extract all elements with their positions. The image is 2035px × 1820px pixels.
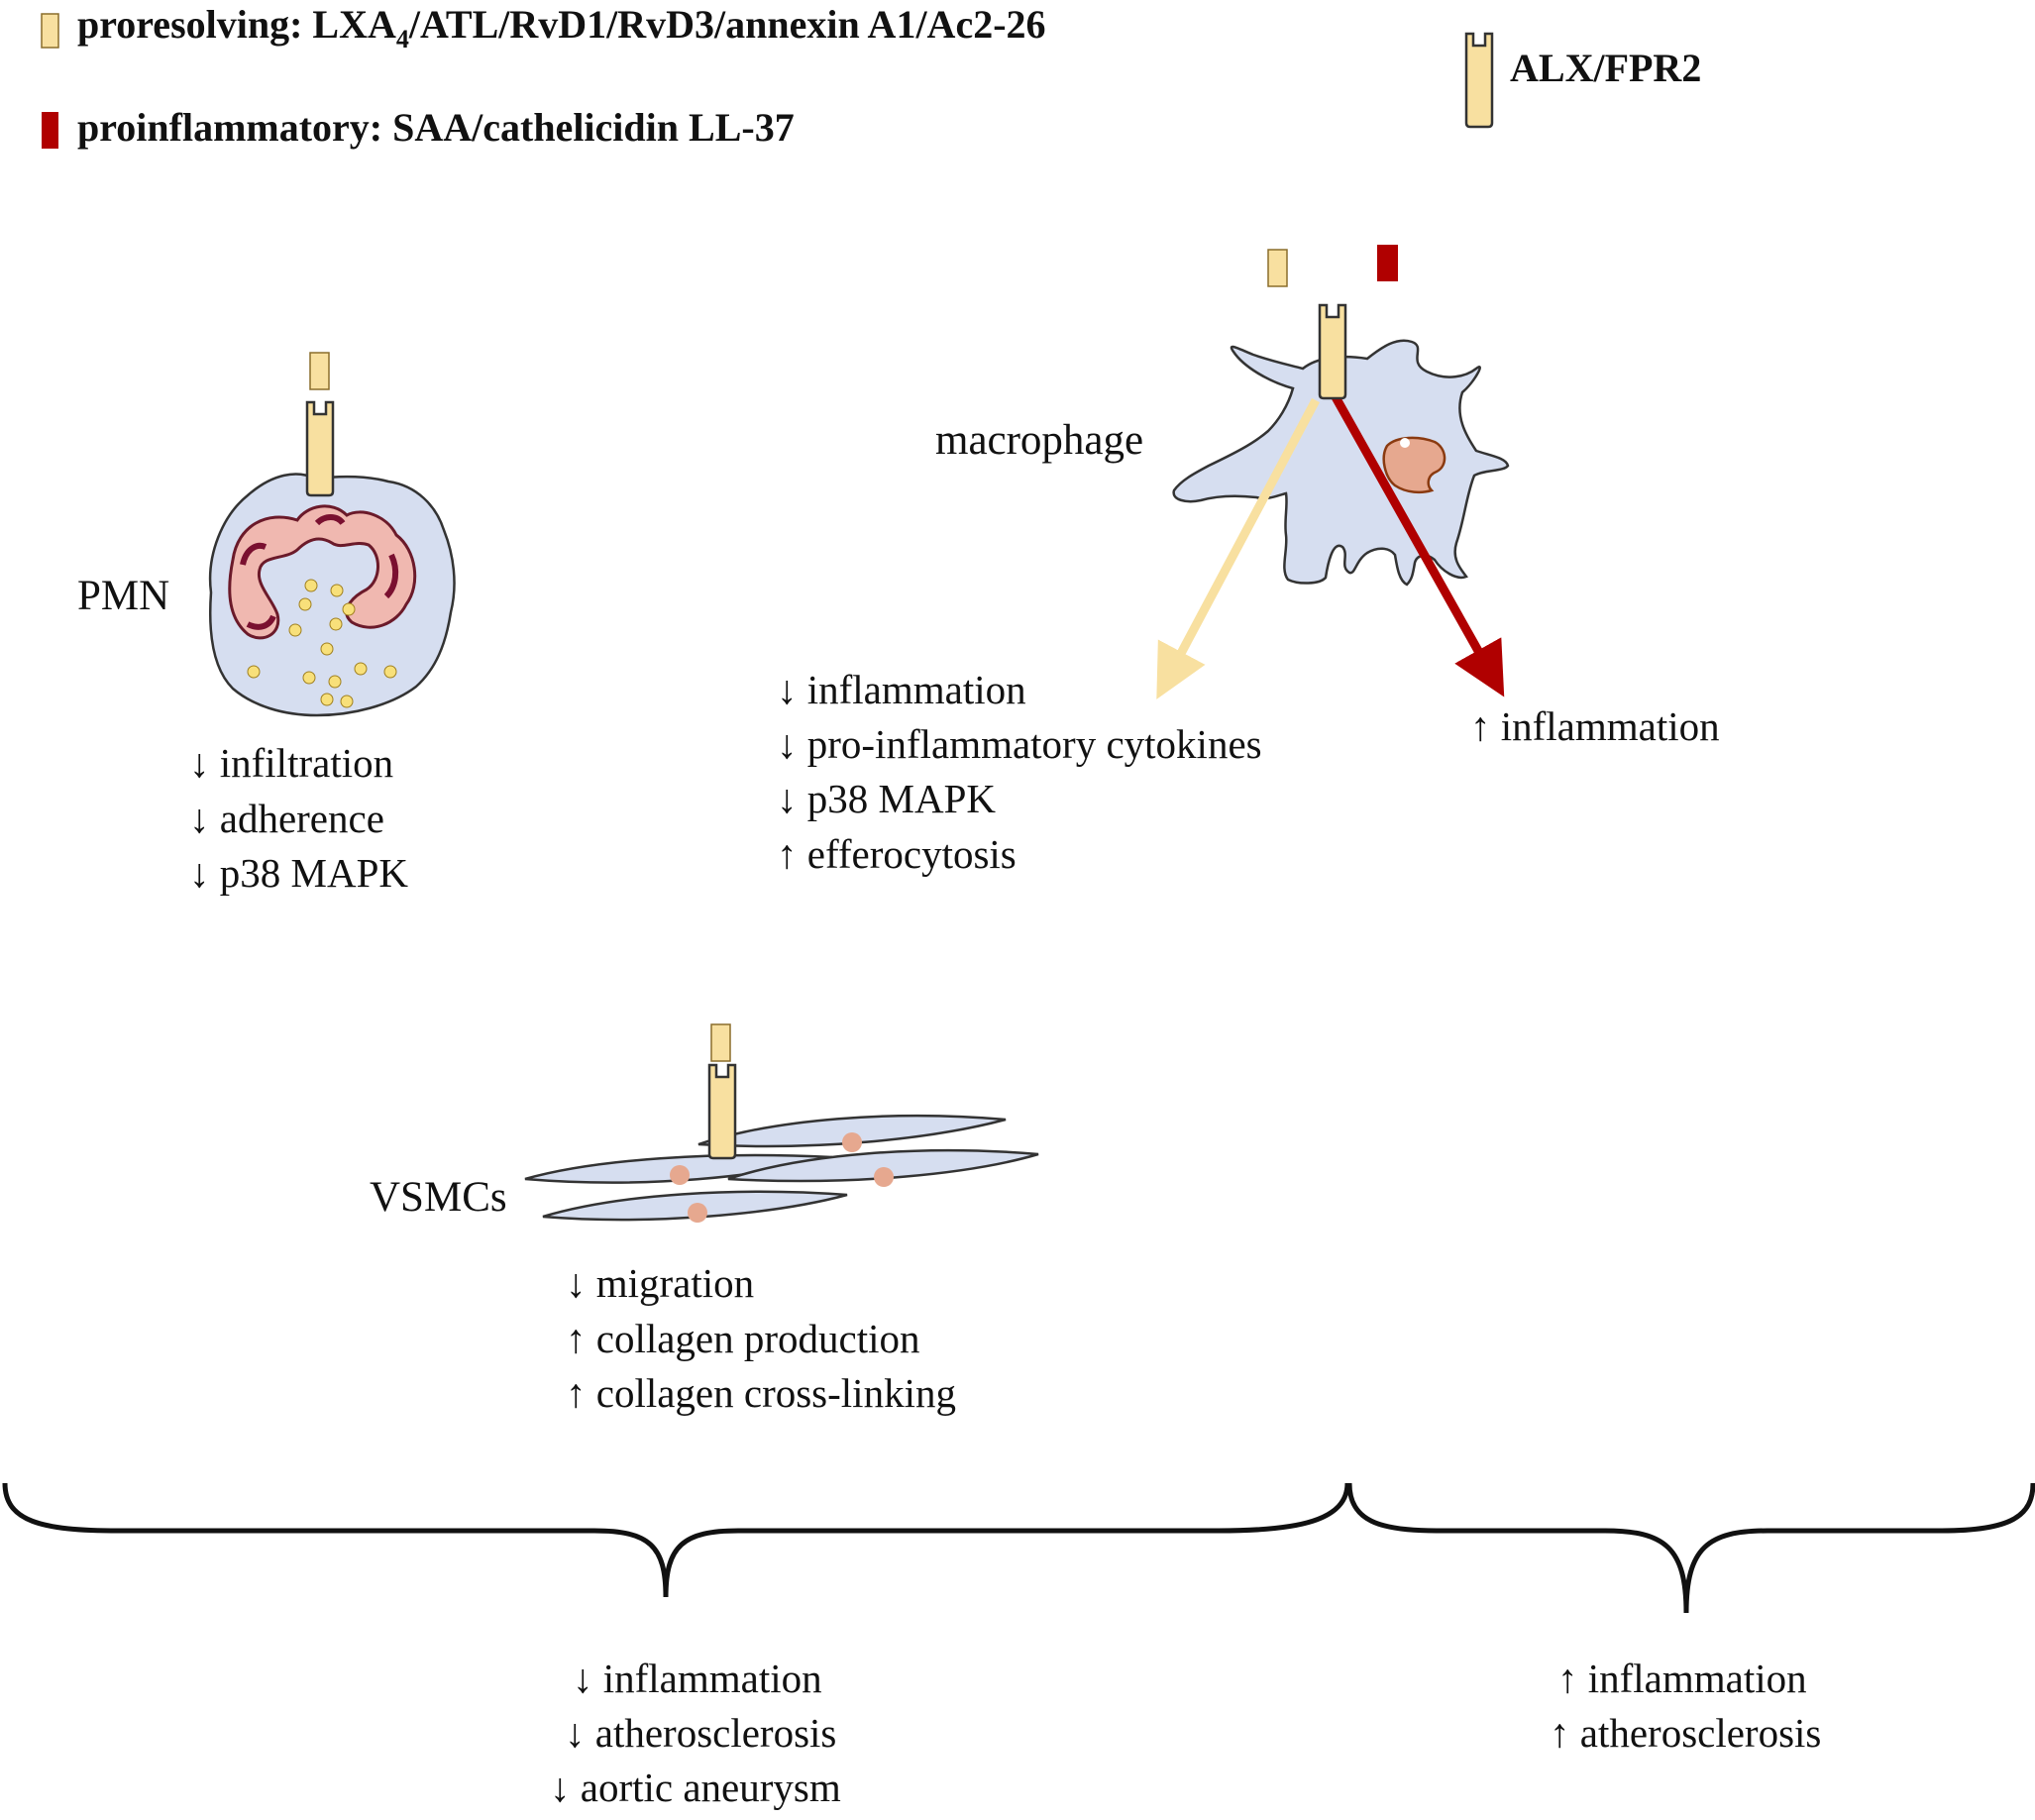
vsmc-nucleus-3 — [874, 1167, 894, 1187]
proinflammatory-ligand-legend-icon — [42, 112, 58, 149]
pmn-granules — [247, 579, 397, 708]
proinflammatory-outcome-2: ↑ atherosclerosis — [1550, 1710, 1821, 1756]
macrophage-proresolving-effect-3: ↓ p38 MAPK — [777, 776, 996, 821]
pmn-effect-3: ↓ p38 MAPK — [189, 850, 408, 896]
macrophage-proinflammatory-arrow — [1331, 392, 1505, 697]
macrophage-proinflammatory-ligand-icon — [1377, 245, 1398, 281]
proresolving-ligand-legend-icon — [41, 13, 59, 49]
vsmc-effect-3: ↑ collagen cross-linking — [566, 1370, 956, 1416]
macrophage-proresolving-effect-1: ↓ inflammation — [777, 667, 1026, 712]
vsmc-ligand-icon — [710, 1023, 731, 1062]
vsmc-cell-3 — [727, 1148, 1039, 1183]
macrophage-nucleus — [1382, 436, 1446, 494]
receptor-legend-icon — [1464, 32, 1494, 129]
vsmc-cells — [524, 1023, 1039, 1223]
proresolving-legend-label: proresolving: LXA4/ATL/RvD1/RvD3/annexin… — [77, 2, 1046, 54]
macrophage-label: macrophage — [935, 417, 1143, 464]
macrophage-cell — [1156, 245, 1510, 699]
macrophage-proresolving-effect-4: ↑ efferocytosis — [777, 831, 1017, 877]
vsmc-cell-1 — [697, 1114, 1007, 1148]
proresolving-outcome-brace — [2, 1482, 1350, 1598]
vsmc-receptor-icon — [707, 1063, 737, 1160]
receptor-legend-label: ALX/FPR2 — [1510, 46, 1701, 90]
macrophage-proresolving-ligand-icon — [1267, 249, 1288, 287]
pmn-lobed-nucleus — [228, 504, 417, 640]
pmn-effect-1: ↓ infiltration — [189, 740, 393, 786]
proresolving-outcome-2: ↓ atherosclerosis — [565, 1710, 836, 1756]
macrophage-proinflammatory-effect-1: ↑ inflammation — [1470, 703, 1720, 749]
pmn-receptor-icon — [305, 400, 335, 497]
vsmc-label: VSMCs — [370, 1174, 507, 1221]
proinflammatory-outcome-1: ↑ inflammation — [1557, 1656, 1807, 1701]
macrophage-proresolving-arrow — [1156, 397, 1320, 699]
vsmc-nucleus-2 — [670, 1165, 690, 1185]
macrophage-receptor-icon — [1318, 303, 1347, 400]
vsmc-effect-1: ↓ migration — [566, 1260, 754, 1306]
proresolving-outcome-1: ↓ inflammation — [573, 1656, 822, 1701]
pmn-ligand-icon — [309, 352, 330, 390]
vsmc-effect-2: ↑ collagen production — [566, 1316, 920, 1361]
proinflammatory-outcome-brace — [1346, 1482, 2035, 1614]
proresolving-outcome-3: ↓ aortic aneurysm — [550, 1765, 841, 1810]
macrophage-proresolving-effect-2: ↓ pro-inflammatory cytokines — [777, 721, 1262, 767]
vsmc-nucleus-4 — [688, 1203, 707, 1223]
pmn-label: PMN — [77, 573, 169, 619]
proinflammatory-legend-label: proinflammatory: SAA/cathelicidin LL-37 — [77, 105, 795, 150]
pmn-cell — [208, 352, 456, 717]
pmn-effect-2: ↓ adherence — [189, 796, 384, 841]
vsmc-nucleus-1 — [842, 1132, 862, 1152]
macrophage-cell-body — [1172, 339, 1510, 587]
